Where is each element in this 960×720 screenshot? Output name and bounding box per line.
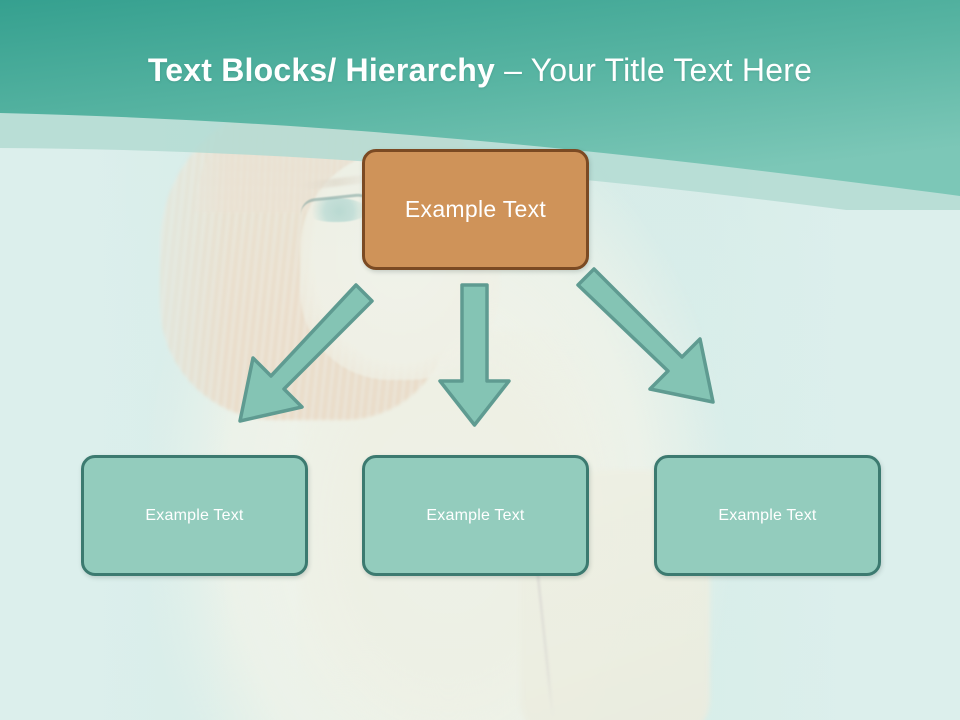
leaf-node-1[interactable]: Example Text: [81, 455, 308, 576]
photo-fade-right: [700, 0, 960, 720]
root-node-label: Example Text: [404, 196, 547, 222]
root-node[interactable]: Example Text: [362, 149, 589, 270]
photo-fade-left: [0, 0, 230, 720]
leaf-node-3-label: Example Text: [718, 506, 817, 524]
leaf-node-2-label: Example Text: [426, 506, 525, 524]
leaf-node-1-label: Example Text: [145, 506, 244, 524]
leaf-node-3[interactable]: Example Text: [654, 455, 881, 576]
leaf-node-2[interactable]: Example Text: [362, 455, 589, 576]
